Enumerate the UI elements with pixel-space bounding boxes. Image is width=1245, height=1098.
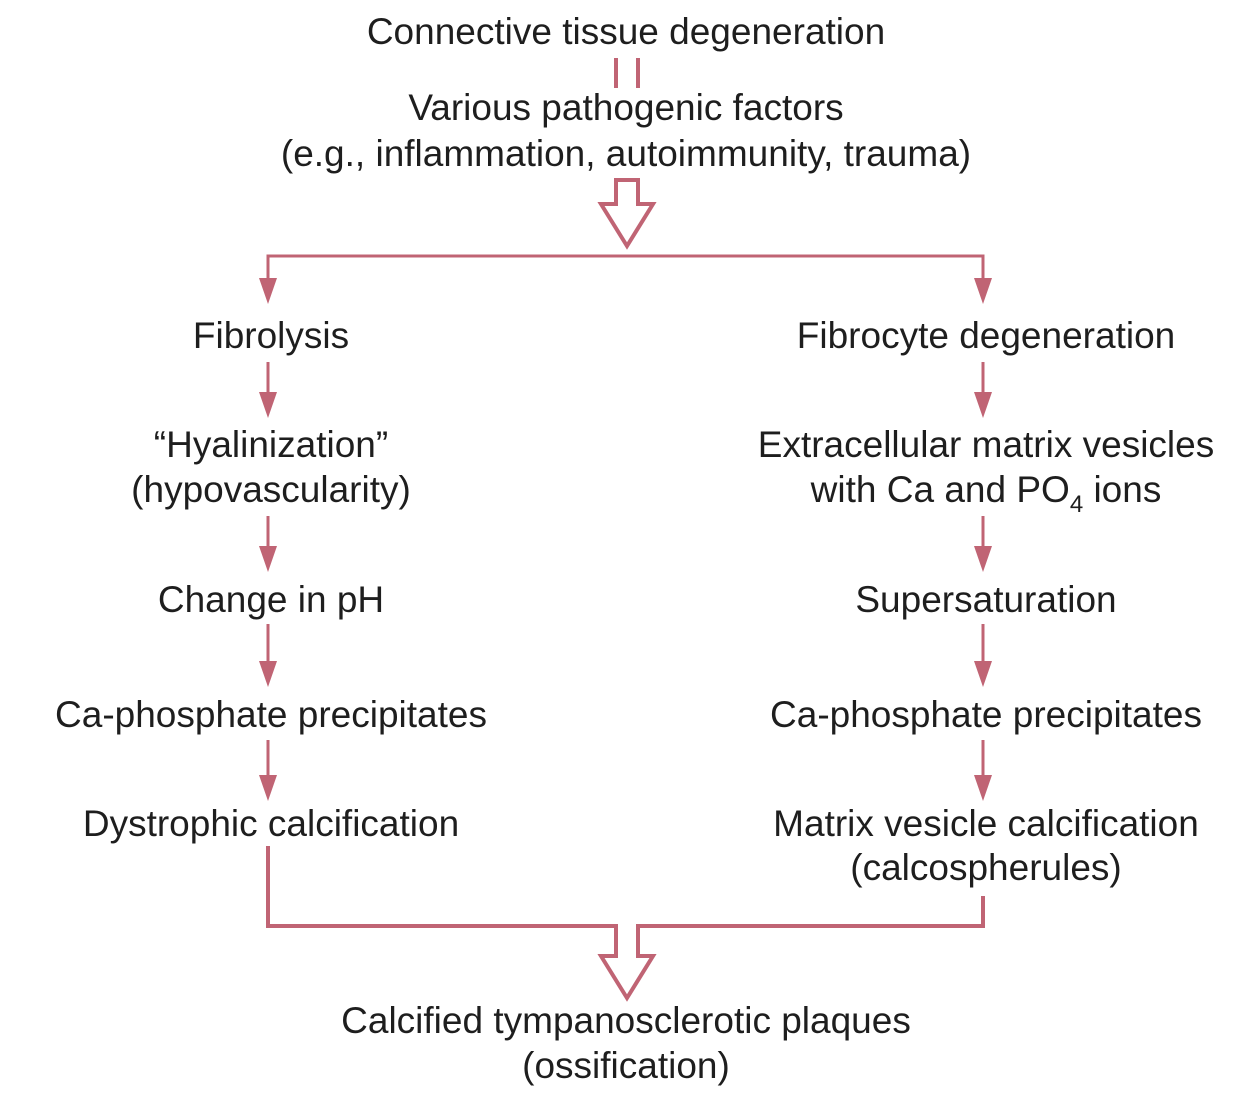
node-calcified-plaques: Calcified tympanosclerotic plaques (341, 1000, 911, 1041)
hollow-arrow-down-icon (597, 178, 657, 250)
arrowhead-down-icon (974, 278, 992, 304)
arrowhead-down-icon (974, 775, 992, 801)
arrowhead-down-icon (974, 546, 992, 572)
ions-text: ions (1083, 469, 1162, 510)
node-ca-phosphate-right: Ca-phosphate precipitates (770, 694, 1202, 735)
node-ca-po4-ions: with Ca and PO4 ions (810, 467, 1162, 517)
node-hyalinization: “Hyalinization” (153, 424, 389, 465)
node-matrix-vesicle-calcification: Matrix vesicle calcification (773, 803, 1199, 844)
arrowhead-down-icon (259, 392, 277, 418)
node-ossification: (ossification) (522, 1045, 730, 1086)
node-fibrolysis: Fibrolysis (192, 315, 350, 356)
arrowhead-down-icon (259, 546, 277, 572)
branch-split-line (266, 254, 985, 296)
arrowhead-down-icon (259, 775, 277, 801)
node-dystrophic-calcification: Dystrophic calcification (82, 803, 460, 844)
node-pathogenic-factors-examples: (e.g., inflammation, autoimmunity, traum… (280, 133, 972, 174)
node-supersaturation: Supersaturation (855, 579, 1117, 620)
node-pathogenic-factors: Various pathogenic factors (408, 87, 844, 128)
arrowheads (259, 278, 992, 801)
subscript-4: 4 (1069, 491, 1084, 518)
node-calcospherules: (calcospherules) (850, 847, 1122, 888)
node-ca-phosphate-left: Ca-phosphate precipitates (55, 694, 487, 735)
node-change-in-ph: Change in pH (157, 579, 385, 620)
arrowhead-down-icon (259, 661, 277, 687)
arrowhead-down-icon (259, 278, 277, 304)
node-hypovascularity: (hypovascularity) (131, 469, 411, 510)
node-connective-tissue-degeneration: Connective tissue degeneration (366, 11, 886, 52)
ca-po4-text: with Ca and PO (810, 469, 1070, 510)
node-extracellular-matrix-vesicles: Extracellular matrix vesicles (757, 424, 1215, 465)
arrowhead-down-icon (974, 392, 992, 418)
arrowhead-down-icon (974, 661, 992, 687)
merge-line-hollow-arrow (266, 846, 985, 1002)
node-fibrocyte-degeneration: Fibrocyte degeneration (796, 315, 1176, 356)
